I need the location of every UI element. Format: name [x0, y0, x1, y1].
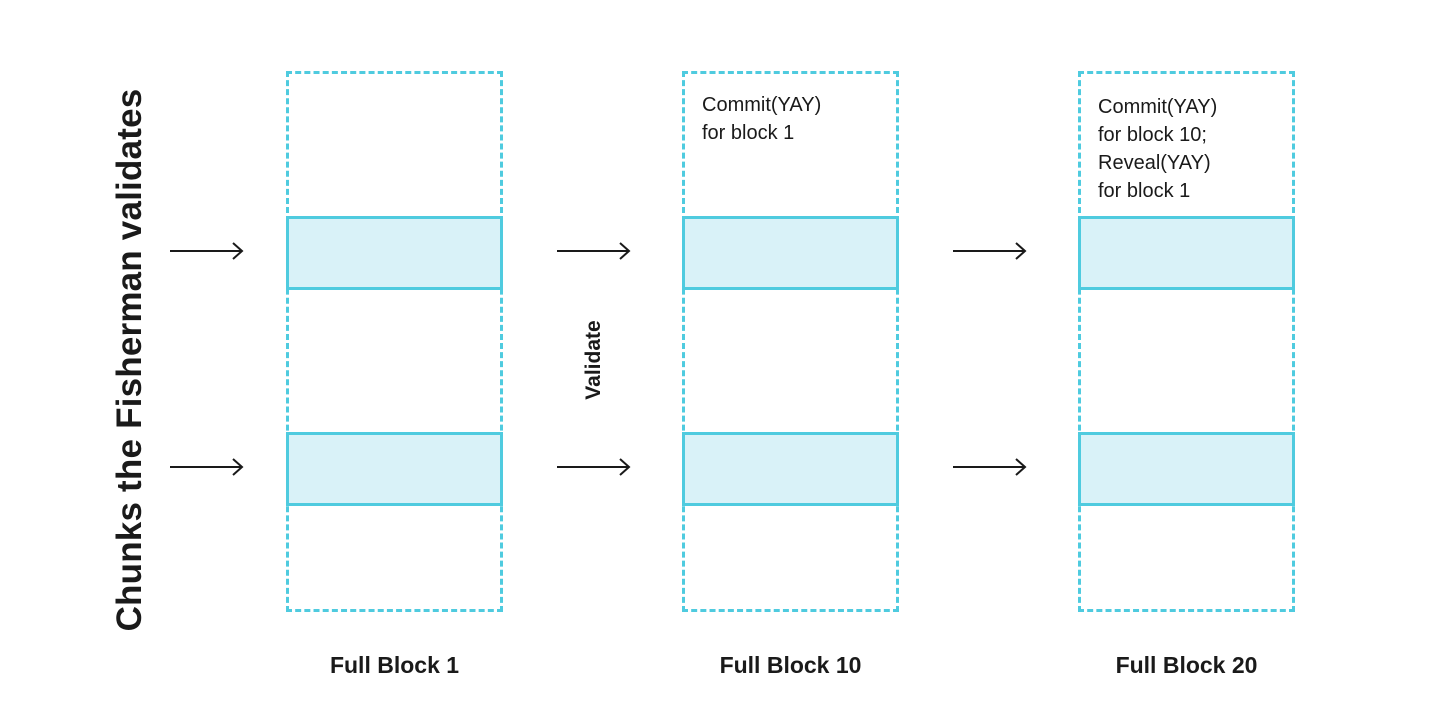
note-line: for block 1 [702, 122, 795, 144]
block-note: Commit(YAY) for block 1 [702, 91, 821, 147]
block-caption: Full Block 20 [1115, 652, 1258, 678]
note-line: Reveal(YAY) [1098, 152, 1211, 174]
side-title: Chunks the Fisherman validates [110, 88, 149, 632]
arrow-right-icon [952, 457, 1028, 477]
note-line: Commit(YAY) [1098, 96, 1218, 118]
block-caption: Full Block 10 [719, 652, 862, 678]
arrow-right-icon [169, 241, 245, 261]
block-caption: Full Block 1 [329, 652, 460, 678]
chunk-top [286, 216, 503, 290]
full-block-20: Commit(YAY) for block 10; Reveal(YAY) fo… [1078, 71, 1295, 612]
validate-label: Validate [582, 320, 605, 400]
chunk-top [682, 216, 899, 290]
chunk-bottom [286, 432, 503, 506]
chunk-bottom [1078, 432, 1295, 506]
chunk-bottom [682, 432, 899, 506]
note-line: for block 1 [1098, 180, 1191, 202]
arrow-right-icon [556, 241, 632, 261]
block-note: Commit(YAY) for block 10; Reveal(YAY) fo… [1098, 93, 1217, 205]
full-block-1 [286, 71, 503, 612]
arrow-right-icon [556, 457, 632, 477]
note-line: for block 10; [1098, 124, 1207, 146]
full-block-10: Commit(YAY) for block 1 [682, 71, 899, 612]
chunk-top [1078, 216, 1295, 290]
arrow-right-icon [952, 241, 1028, 261]
arrow-right-icon [169, 457, 245, 477]
note-line: Commit(YAY) [702, 94, 822, 116]
